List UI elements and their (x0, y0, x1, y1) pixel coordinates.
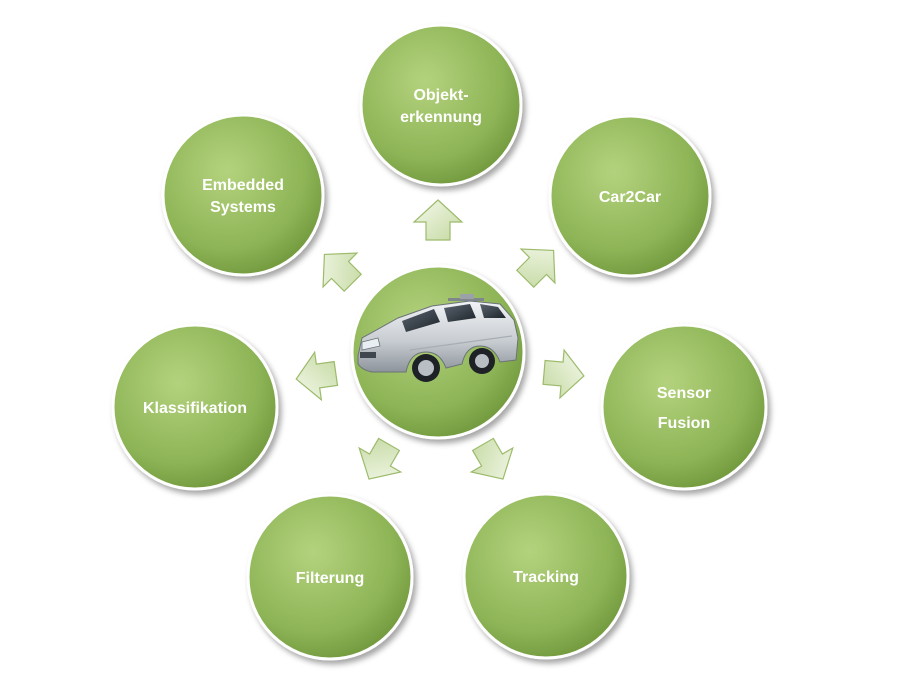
node-circle (359, 23, 523, 187)
node-label: erkennung (400, 109, 482, 126)
node-label: Fusion (658, 415, 710, 432)
node-tracking: Tracking (462, 492, 630, 660)
node-circle (548, 114, 712, 278)
node-circle (246, 493, 414, 661)
flow-arrow-icon (322, 252, 363, 293)
node-circle (600, 323, 768, 491)
node-circle (462, 492, 630, 660)
node-label: Sensor (657, 385, 711, 402)
flow-arrow-icon (295, 350, 339, 402)
node-objekterkennung: Objekt-erkennung (359, 23, 523, 187)
node-label: Klassifikation (143, 400, 247, 417)
node-klassifikation: Klassifikation (111, 323, 279, 491)
node-label: Filterung (296, 570, 364, 587)
node-circle (161, 113, 325, 277)
flow-arrow-icon (542, 348, 585, 400)
node-label: Tracking (513, 569, 579, 586)
node-filterung: Filterung (246, 493, 414, 661)
flow-arrow-icon (412, 199, 464, 241)
flow-arrow-icon (358, 437, 403, 480)
flow-arrow-icon (469, 437, 514, 480)
arrows-group (295, 199, 585, 480)
node-label: Objekt- (413, 87, 468, 104)
node-label: Systems (210, 199, 276, 216)
node-label: Embedded (202, 177, 284, 194)
node-car2car: Car2Car (548, 114, 712, 278)
nodes-group: Objekt-erkennungCar2CarSensorFusionTrack… (111, 23, 768, 661)
node-circle (111, 323, 279, 491)
car-photo-icon (357, 294, 519, 382)
node-label: Car2Car (599, 189, 661, 206)
flow-arrow-icon (515, 248, 556, 289)
